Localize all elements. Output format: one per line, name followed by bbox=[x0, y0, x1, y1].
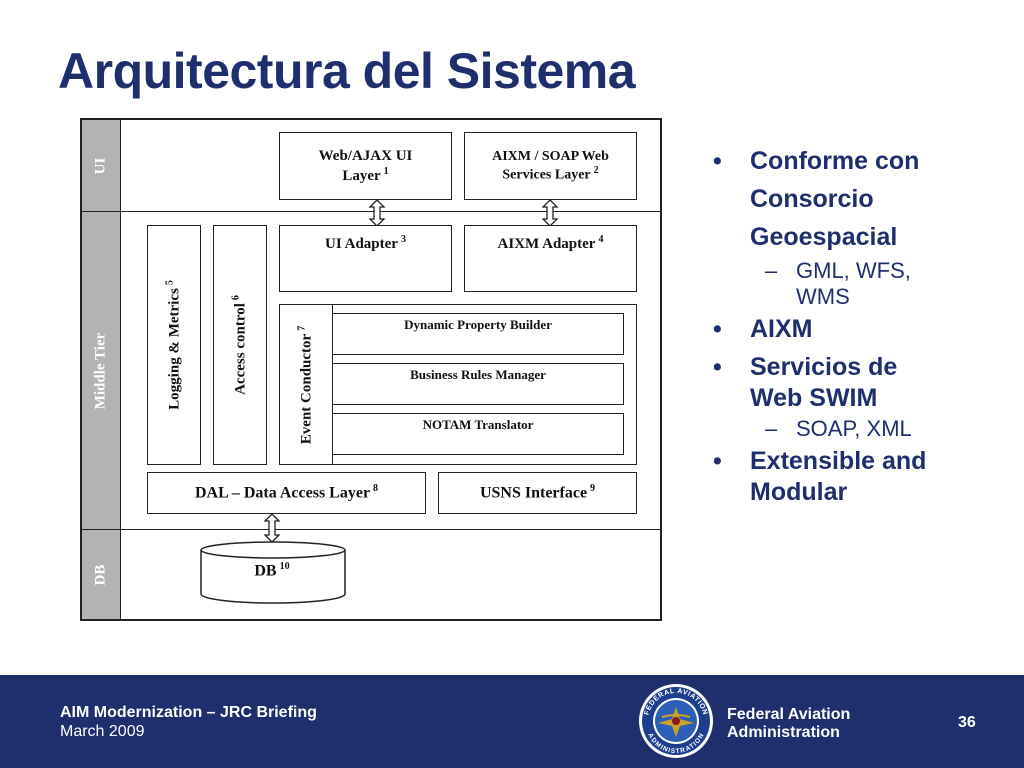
tier-divider-bottom bbox=[121, 529, 660, 530]
logging-metrics-text: Logging & Metrics5 bbox=[164, 280, 183, 410]
footer-bar: AIM Modernization – JRC Briefing March 2… bbox=[0, 675, 1024, 768]
logging-metrics-box: Logging & Metrics5 bbox=[147, 225, 201, 465]
access-control-number: 6 bbox=[230, 295, 242, 301]
web-ajax-label-line1: Web/AJAX UI bbox=[318, 147, 413, 164]
page-number: 36 bbox=[958, 714, 976, 731]
tier-middle: Middle Tier bbox=[82, 212, 121, 530]
logging-metrics-number: 5 bbox=[164, 280, 176, 286]
bullet-text: AIXM bbox=[750, 315, 813, 343]
aixm-adapter-label: AIXM Adapter bbox=[497, 236, 596, 252]
bullet-text: Modular bbox=[750, 478, 848, 506]
agency-name-line1: Federal Aviation bbox=[727, 706, 851, 723]
event-conductor-box: Event Conductor7 bbox=[279, 304, 333, 465]
aixm-soap-label-line1: AIXM / SOAP Web bbox=[492, 148, 609, 164]
event-conductor-number: 7 bbox=[296, 325, 308, 331]
bullet-text: Conforme con bbox=[750, 147, 920, 175]
bullet-text: Consorcio bbox=[750, 185, 874, 213]
aixm-adapter-number: 4 bbox=[598, 234, 604, 245]
db-number: 10 bbox=[279, 560, 290, 572]
faa-seal-icon: FEDERAL AVIATION ADMINISTRATION bbox=[639, 684, 713, 758]
tier-db-label: DB bbox=[92, 564, 109, 585]
bullet-dot: • bbox=[713, 353, 722, 381]
usns-number: 9 bbox=[590, 482, 596, 494]
aixm-soap-number: 2 bbox=[593, 165, 599, 177]
dal-label: DAL – Data Access Layer bbox=[194, 484, 371, 502]
footer-briefing-title: AIM Modernization – JRC Briefing bbox=[60, 704, 317, 721]
bullet-geospatial: • Conforme con Consorcio Geoespacial bbox=[705, 142, 1005, 256]
web-ajax-label-line2: Layer bbox=[342, 167, 381, 184]
bullet-dot: • bbox=[713, 447, 722, 475]
tier-middle-label: Middle Tier bbox=[92, 332, 109, 409]
subbullet-dash: – bbox=[765, 416, 778, 441]
subbullet-gml: – GML, WFS, WMS bbox=[705, 258, 1005, 310]
subbullet-soap: – SOAP, XML bbox=[705, 416, 1005, 442]
double-arrow-icon bbox=[541, 199, 559, 227]
dal-number: 8 bbox=[373, 482, 379, 494]
web-ajax-number: 1 bbox=[383, 165, 389, 177]
bullet-dot: • bbox=[713, 147, 722, 175]
subbullet-text: GML, WFS, bbox=[796, 258, 911, 283]
access-control-box: Access control6 bbox=[213, 225, 267, 465]
event-conductor-text: Event Conductor7 bbox=[296, 325, 315, 444]
aixm-soap-label-line2: Services Layer bbox=[502, 167, 591, 183]
tier-db: DB bbox=[82, 530, 121, 619]
database-cylinder-icon bbox=[200, 541, 346, 604]
bullet-text: Extensible and bbox=[750, 447, 927, 475]
double-arrow-icon bbox=[263, 513, 281, 543]
subbullet-text: SOAP, XML bbox=[796, 416, 912, 441]
bullet-aixm: • AIXM bbox=[705, 310, 1005, 348]
db-label: DB bbox=[254, 562, 277, 580]
double-arrow-icon bbox=[368, 199, 386, 227]
footer-date: March 2009 bbox=[60, 723, 145, 740]
bullet-text: Web SWIM bbox=[750, 384, 878, 412]
slide-title: Arquitectura del Sistema bbox=[58, 43, 636, 99]
subbullet-text: WMS bbox=[796, 284, 850, 309]
dynamic-property-builder-box: Dynamic Property Builder bbox=[332, 313, 624, 355]
bullet-dot: • bbox=[713, 315, 722, 343]
bullet-list: • Conforme con Consorcio Geoespacial – G… bbox=[705, 142, 1005, 508]
bullet-text: Geoespacial bbox=[750, 223, 898, 251]
agency-name-line2: Administration bbox=[727, 724, 840, 741]
bullet-text: Servicios de bbox=[750, 353, 898, 381]
business-rules-manager-box: Business Rules Manager bbox=[332, 363, 624, 405]
tier-ui-label: UI bbox=[92, 157, 109, 174]
bullet-swim: • Servicios de Web SWIM bbox=[705, 352, 1005, 414]
notam-translator-box: NOTAM Translator bbox=[332, 413, 624, 455]
tier-ui: UI bbox=[82, 120, 121, 212]
usns-label: USNS Interface bbox=[479, 484, 588, 502]
ui-adapter-number: 3 bbox=[400, 234, 406, 245]
bullet-extensible: • Extensible and Modular bbox=[705, 446, 1005, 508]
access-control-text: Access control6 bbox=[230, 295, 249, 395]
tier-divider-top bbox=[121, 211, 660, 212]
subbullet-dash: – bbox=[765, 258, 778, 283]
ui-adapter-label: UI Adapter bbox=[325, 236, 398, 252]
